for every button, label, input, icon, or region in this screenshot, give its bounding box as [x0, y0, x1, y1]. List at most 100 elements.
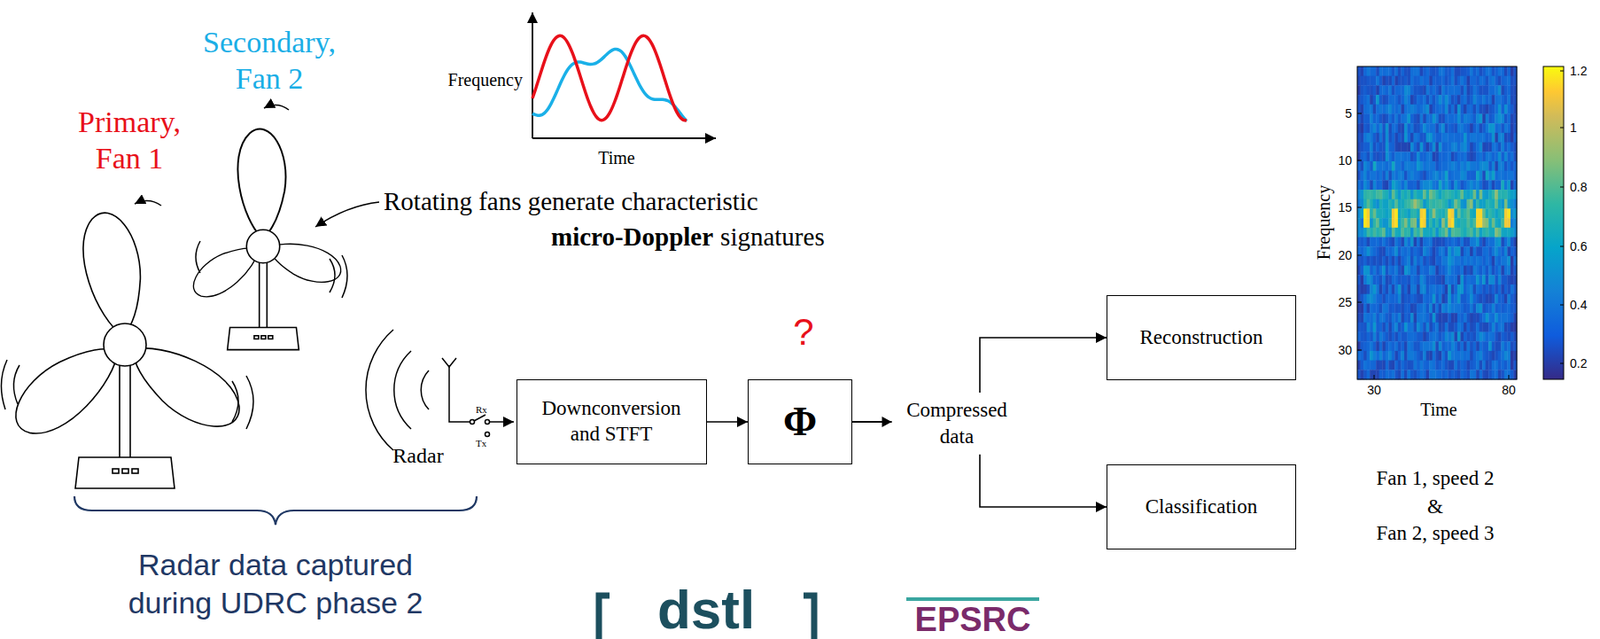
spectrogram-cell — [1510, 113, 1515, 124]
spectrogram-cell — [1485, 360, 1490, 371]
spectrogram-cell — [1413, 161, 1418, 171]
spectrogram-cell — [1444, 104, 1449, 115]
spectrogram-cell — [1498, 312, 1502, 323]
spectrogram-cell — [1369, 256, 1374, 266]
spectrogram-cell — [1369, 113, 1374, 124]
spectrogram-cell — [1404, 113, 1408, 124]
spectrogram-cell — [1485, 256, 1490, 266]
spectrogram-cell — [1363, 189, 1367, 200]
spectrogram-cell — [1485, 227, 1490, 238]
spectrogram-cell — [1388, 199, 1392, 210]
spectrogram-cell — [1422, 170, 1427, 181]
spectrogram-cell — [1432, 350, 1437, 361]
spectrogram-cell — [1441, 256, 1445, 266]
spectrogram-cell — [1379, 151, 1383, 162]
spectrogram-cell — [1420, 341, 1424, 351]
spectrogram-cell — [1482, 227, 1486, 238]
spectrogram-cell — [1422, 246, 1427, 257]
spectrogram-cell — [1416, 132, 1421, 143]
spectrogram-cell — [1388, 350, 1392, 361]
spectrogram-cell — [1500, 161, 1505, 171]
spectrogram-cell — [1357, 350, 1361, 361]
spectrogram-cell — [1500, 369, 1505, 380]
spectrogram-cell — [1506, 179, 1511, 190]
spectrogram-cell — [1379, 256, 1383, 266]
spectrogram-cell — [1500, 294, 1505, 304]
spectrogram-cell — [1479, 246, 1484, 257]
spectrogram-cell — [1500, 142, 1505, 153]
spectrogram-cell — [1373, 274, 1377, 285]
spectrogram-cell — [1482, 256, 1486, 266]
spectrogram-cell — [1363, 227, 1367, 238]
axis-line — [532, 137, 716, 140]
spectrogram-cell — [1504, 76, 1508, 86]
spectrogram-cell — [1475, 132, 1480, 143]
spectrogram-cell — [1391, 76, 1396, 86]
spectrogram-cell — [1388, 312, 1392, 323]
spectrogram-cell — [1391, 199, 1396, 210]
spectrogram-cell — [1388, 208, 1392, 218]
spectrogram-cell — [1438, 360, 1443, 371]
spectrogram-cell — [1429, 94, 1433, 105]
spectrogram-cell — [1467, 256, 1471, 266]
spectrogram-cell — [1413, 246, 1418, 257]
spectrogram-cell — [1413, 94, 1418, 105]
fan-button — [268, 335, 273, 340]
spectrogram-cell — [1382, 332, 1386, 342]
spectrogram-cell — [1375, 302, 1380, 313]
spectrogram-cell — [1426, 274, 1430, 285]
data-label: Compressed data — [897, 396, 1018, 451]
spectrogram-cell — [1467, 246, 1471, 257]
spectrogram-cell — [1379, 132, 1383, 143]
spectrogram-cell — [1504, 256, 1508, 266]
spectrogram-cell — [1394, 350, 1399, 361]
spectrogram-cell — [1406, 256, 1411, 266]
spectrogram-cell — [1441, 189, 1445, 200]
spectrogram-cell — [1426, 94, 1430, 105]
spectrogram-cell — [1494, 360, 1499, 371]
spectrogram-cell — [1438, 302, 1443, 313]
spectrogram-cell — [1453, 237, 1458, 248]
spectrogram-cell — [1469, 256, 1474, 266]
spectrogram-cell — [1420, 350, 1424, 361]
spectrogram-cell — [1447, 85, 1452, 95]
spectrogram-cell — [1413, 113, 1418, 124]
spectrogram-cell — [1426, 284, 1430, 295]
spectrogram-cell — [1491, 189, 1496, 200]
spectrogram-cell — [1422, 284, 1427, 295]
spectrogram-cell — [1406, 170, 1411, 181]
spectrogram-cell — [1426, 294, 1430, 304]
spectrogram-cell — [1463, 123, 1468, 133]
spectrogram-cell — [1463, 66, 1468, 77]
spectrogram-cell — [1504, 66, 1508, 77]
spectrogram-cell — [1485, 302, 1490, 313]
spectrogram-cell — [1447, 256, 1452, 266]
spectrogram-cell — [1385, 76, 1390, 86]
spectrogram-cell — [1360, 256, 1365, 266]
spectrogram-cell — [1404, 312, 1408, 323]
spectrogram-cell — [1488, 332, 1492, 342]
spectrogram-cell — [1398, 302, 1402, 313]
spectrogram-cell — [1457, 332, 1461, 342]
spectrogram-cell — [1432, 294, 1437, 304]
spectrogram-cell — [1438, 246, 1443, 257]
spectrogram-cell — [1463, 332, 1468, 342]
spectrogram-cell — [1453, 256, 1458, 266]
spectrogram-cell — [1504, 294, 1508, 304]
spectrogram-cell — [1394, 294, 1399, 304]
spectrogram-cell — [1441, 237, 1445, 248]
fan-base — [75, 457, 175, 489]
spectrogram-cell — [1413, 217, 1418, 228]
spectrogram-cell — [1426, 85, 1430, 95]
spectrogram-cell — [1469, 123, 1474, 133]
spectrogram-cell — [1506, 369, 1511, 380]
spectrogram-cell — [1379, 227, 1383, 238]
spectrogram-cell — [1429, 217, 1433, 228]
tick-label: 30 — [1366, 382, 1382, 398]
spectrogram-cell — [1382, 256, 1386, 266]
spectrogram-cell — [1398, 350, 1402, 361]
spectrogram-cell — [1460, 76, 1464, 86]
spectrogram-cell — [1432, 151, 1437, 162]
spectrogram-cell — [1469, 341, 1474, 351]
spectrogram-cell — [1441, 142, 1445, 153]
